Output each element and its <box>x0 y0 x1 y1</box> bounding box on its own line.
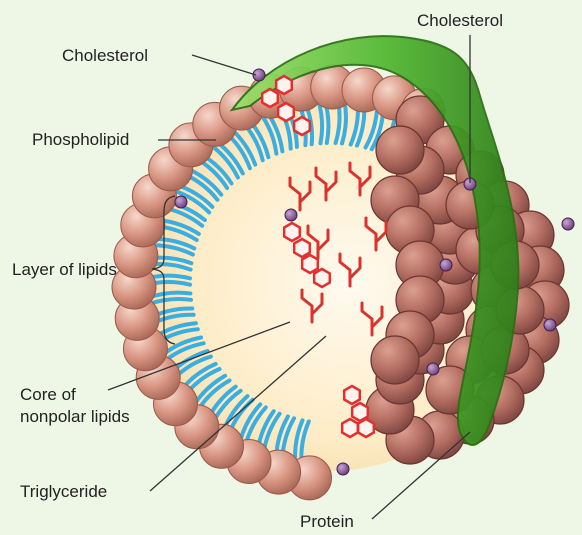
cholesterol-dot <box>544 319 556 331</box>
cholesterol-ring <box>314 269 330 287</box>
cholesterol-dot <box>175 196 187 208</box>
label-protein: Protein <box>300 512 354 530</box>
cholesterol-ring <box>284 223 300 241</box>
cholesterol-dot <box>285 209 297 221</box>
cholesterol-dot <box>562 218 574 230</box>
label-cholesterol-right: Cholesterol <box>417 11 503 30</box>
cholesterol-dot <box>427 363 439 375</box>
label-phospholipid: Phospholipid <box>32 130 129 149</box>
phospholipid-head <box>376 126 424 174</box>
cholesterol-dot <box>440 259 452 271</box>
cholesterol-dot <box>337 463 349 475</box>
label-triglyceride: Triglyceride <box>20 482 107 501</box>
cholesterol-ring <box>294 239 310 257</box>
cholesterol-ring <box>276 76 292 94</box>
cholesterol-ring <box>358 419 374 437</box>
cholesterol-ring <box>262 89 278 107</box>
cholesterol-ring <box>344 386 360 404</box>
cholesterol-ring <box>342 419 358 437</box>
cholesterol-ring <box>294 117 310 135</box>
label-layer-of-lipids: Layer of lipids <box>12 260 117 279</box>
cholesterol-ring <box>278 103 294 121</box>
phospholipid-head <box>371 336 419 384</box>
label-core-line1: Core of <box>20 385 76 404</box>
label-core-line2: nonpolar lipids <box>20 407 130 426</box>
cholesterol-ring <box>302 255 318 273</box>
label-cholesterol-left: Cholesterol <box>62 46 148 65</box>
